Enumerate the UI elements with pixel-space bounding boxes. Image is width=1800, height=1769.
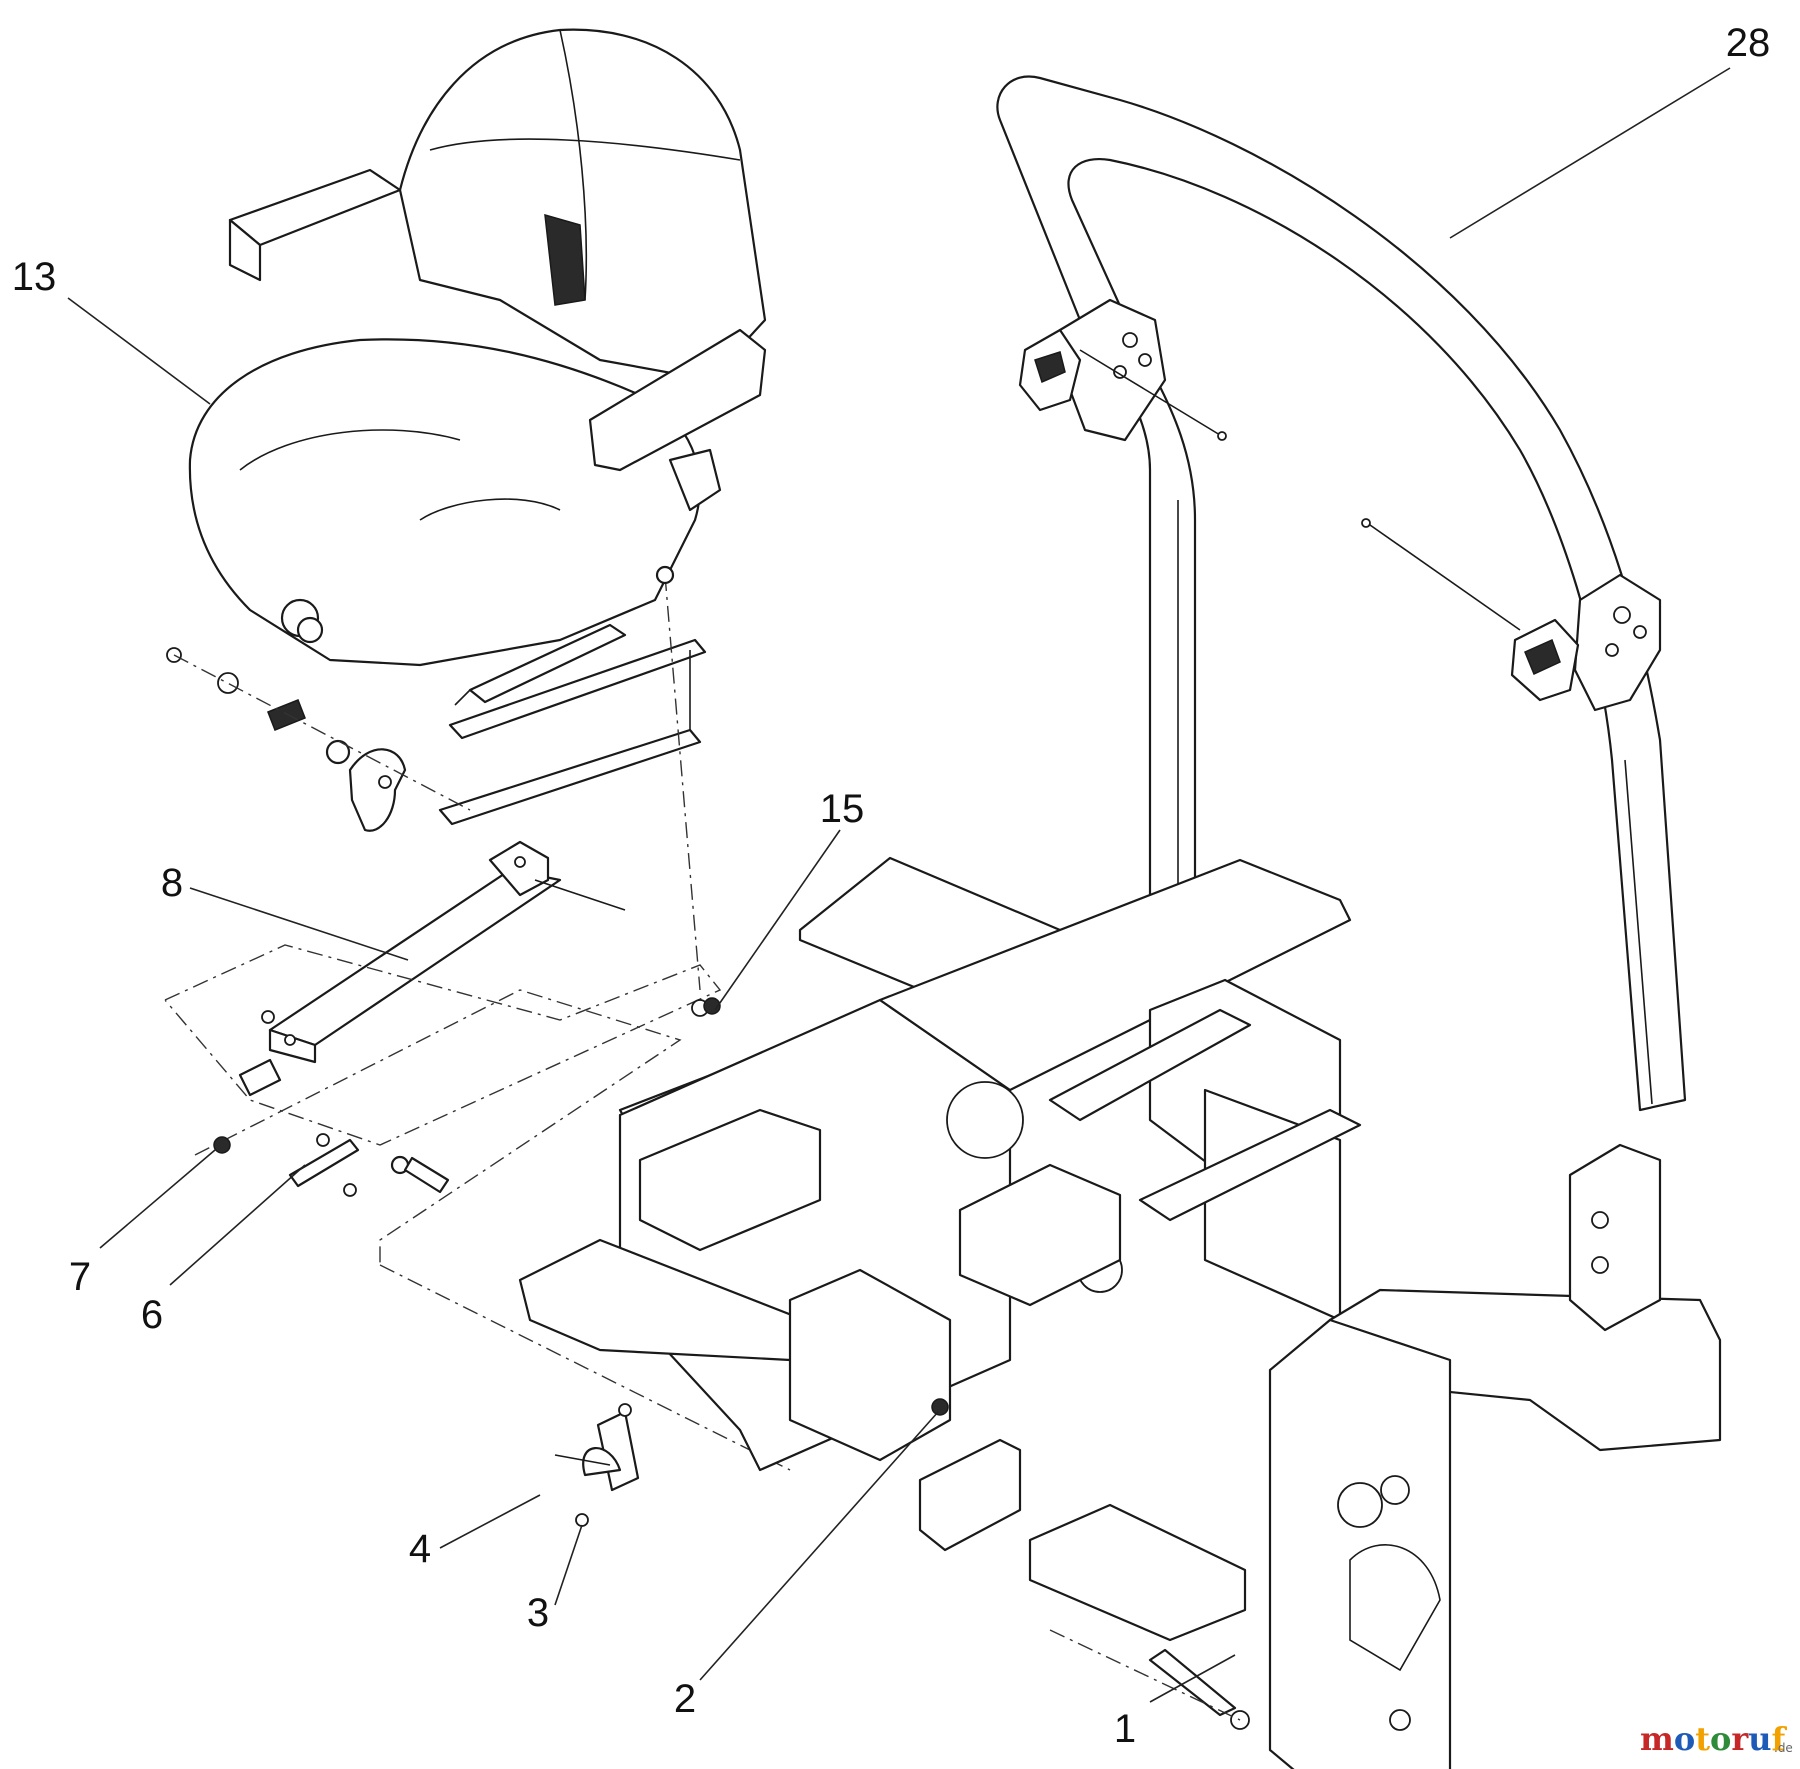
seat-assembly — [188, 28, 767, 706]
rollbar-pivot-bracket-right — [1361, 518, 1662, 712]
watermark-letter: o — [1674, 1720, 1695, 1758]
watermark-letter: o — [1710, 1720, 1731, 1758]
callout-7: 7 — [69, 1255, 91, 1299]
callouts: 28 13 15 8 7 6 4 3 2 1 — [12, 21, 1771, 1751]
frame-hardware — [554, 997, 1250, 1730]
callout-28: 28 — [1726, 21, 1771, 65]
motoruf-watermark-logo: motoruf .de — [1640, 1720, 1793, 1758]
callout-8: 8 — [161, 861, 183, 905]
watermark-suffix: .de — [1774, 1741, 1793, 1755]
seat-mount-plate — [438, 638, 707, 826]
callout-1: 1 — [1114, 1707, 1136, 1751]
watermark-letter: r — [1731, 1720, 1749, 1758]
svg-text:motoruf: motoruf — [1640, 1720, 1787, 1758]
callout-4: 4 — [409, 1527, 431, 1571]
leader-lines — [67, 67, 1731, 1703]
watermark-letter: u — [1748, 1720, 1771, 1758]
watermark-letter: f — [1771, 1720, 1787, 1758]
seat-hardware — [166, 565, 701, 991]
assembly-outline — [164, 944, 791, 1471]
rollbar-pivot-bracket-left — [1018, 298, 1227, 442]
bracket-hardware — [213, 999, 709, 1197]
callout-3: 3 — [527, 1591, 549, 1635]
seat-bracket — [268, 840, 626, 1064]
callout-2: 2 — [674, 1677, 696, 1721]
callout-15: 15 — [820, 787, 865, 831]
watermark-letter: t — [1695, 1720, 1710, 1758]
callout-6: 6 — [141, 1293, 163, 1337]
watermark-letter: m — [1640, 1720, 1674, 1758]
main-frame — [518, 856, 1722, 1769]
callout-13: 13 — [12, 255, 57, 299]
